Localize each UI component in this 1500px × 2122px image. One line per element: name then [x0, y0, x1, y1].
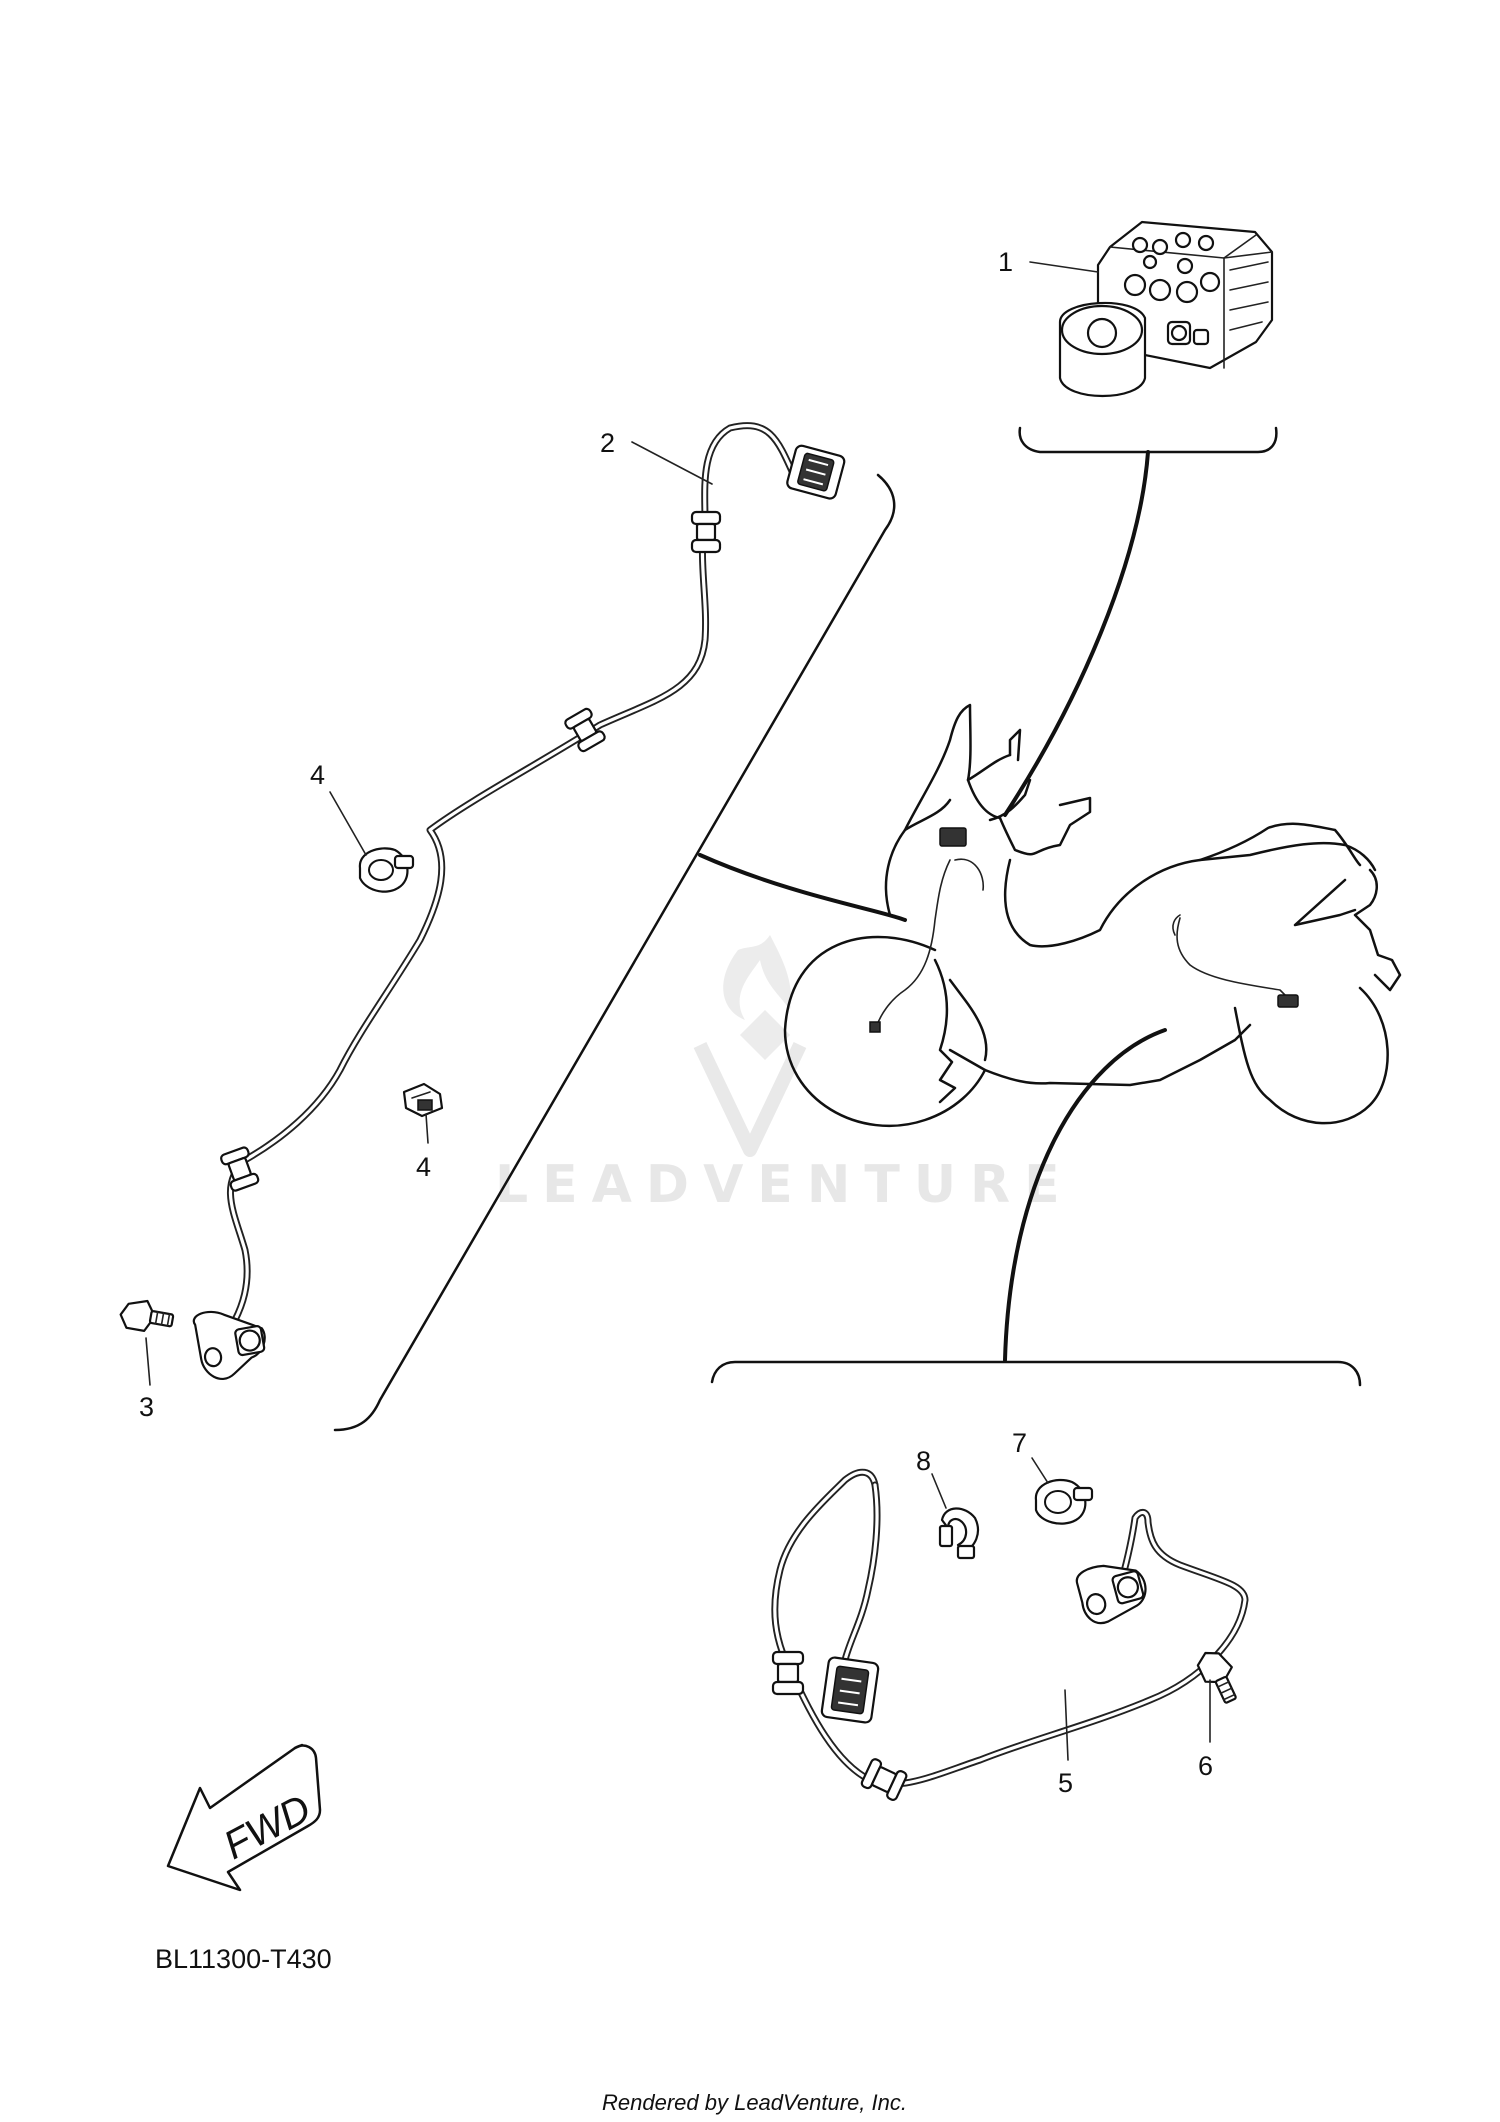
callout-4-lower: 4: [416, 1152, 431, 1182]
rear-sensor-bracket: [710, 1360, 1362, 1387]
motorcycle-outline: [783, 703, 1402, 1128]
callout-4-upper: 4: [310, 760, 325, 790]
callout-5: 5: [1058, 1768, 1073, 1798]
watermark: LEADVENTURE: [495, 935, 1074, 1215]
callout-8: 8: [916, 1446, 931, 1476]
callout-3: 3: [139, 1392, 154, 1422]
front-wheel-sensor-lead: [192, 422, 846, 1380]
rear-sensor-leader-line: [1003, 1028, 1167, 1362]
callout-2: 2: [600, 428, 615, 458]
fwd-label: FWD: [217, 1786, 318, 1868]
sensor-connector: [786, 444, 846, 500]
diagram-code: BL11300-T430: [155, 1944, 332, 1974]
callout-1: 1: [998, 247, 1013, 277]
watermark-text: LEADVENTURE: [495, 1155, 1074, 1215]
wire-grommet: [220, 1146, 260, 1192]
bolt-icon: [119, 1299, 175, 1332]
sensor-head: [192, 1310, 266, 1380]
callout-7: 7: [1012, 1428, 1027, 1458]
harness-connector: [869, 1021, 881, 1033]
watermark-logo-icon: [693, 935, 807, 1157]
footer-credit: Rendered by LeadVenture, Inc.: [602, 2090, 907, 2115]
wire-clamp-icon: [1034, 1478, 1094, 1525]
bolt-icon: [1196, 1651, 1237, 1704]
abs-unit-bracket: [1018, 426, 1278, 454]
harness-connector: [939, 827, 967, 847]
abs-leader-line: [1003, 450, 1150, 817]
wire-grommet: [860, 1758, 908, 1801]
front-sensor-panel-outline: [333, 473, 896, 1432]
rear-wheel-sensor-lead: [771, 1468, 1249, 1801]
abs-hydraulic-unit: [1058, 220, 1274, 398]
sensor-connector: [820, 1656, 880, 1724]
wire-clip-icon: [402, 1082, 444, 1118]
front-sensor-leader-line: [698, 853, 907, 922]
harness-connector: [1277, 994, 1299, 1008]
wire-grommet: [771, 1650, 805, 1696]
wire-grommet: [690, 510, 722, 554]
sensor-head: [1075, 1564, 1147, 1625]
wire-clip-icon: [938, 1507, 979, 1560]
callout-6: 6: [1198, 1751, 1213, 1781]
callout-leaders: [145, 261, 1211, 1761]
wire-grommet: [564, 707, 606, 753]
wire-clamp-icon: [358, 847, 415, 893]
fwd-arrow-icon: FWD: [166, 1743, 322, 1892]
